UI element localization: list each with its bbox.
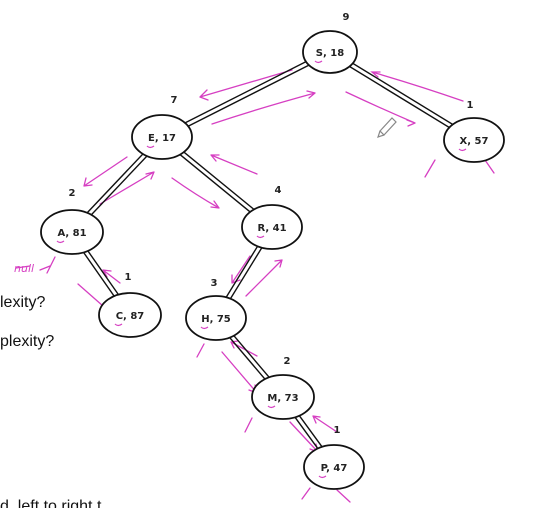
key-underline-mark [318, 475, 327, 479]
subtree-size-label: 7 [171, 95, 178, 106]
edge-S-X [330, 49, 476, 139]
tree-node-r: R, 41 4 [241, 185, 303, 250]
node-key-value-label: P, 47 [321, 463, 348, 474]
tree-node-a: A, 81 2 [40, 188, 104, 255]
subtree-size-label: 3 [211, 278, 218, 289]
key-underline-mark [314, 60, 323, 64]
side-text-line-2: plexity? [0, 333, 54, 350]
side-text-line-1: lexity? [0, 294, 45, 311]
node-key-value-label: S, 18 [316, 48, 344, 59]
side-text-bottom: d, left to right t [0, 498, 102, 508]
node-circle [443, 117, 505, 163]
edge-S-E [162, 53, 332, 140]
key-underline-mark [200, 326, 209, 330]
subtree-size-label: 9 [343, 12, 350, 23]
node-key-value-label: E, 17 [148, 133, 176, 144]
tree-node-h: H, 75 3 [185, 278, 247, 341]
node-circle [40, 209, 104, 255]
node-circle [185, 295, 247, 341]
subtree-size-label: 1 [467, 100, 474, 111]
node-key-value-label: R, 41 [257, 223, 286, 234]
node-key-value-label: M, 73 [267, 393, 298, 404]
traversal-annotation-strokes [15, 69, 495, 503]
node-circle [303, 444, 365, 490]
key-underline-mark [256, 235, 265, 239]
node-key-value-label: C, 87 [116, 311, 145, 322]
node-key-value-label: A, 81 [57, 228, 86, 239]
subtree-size-label: 1 [125, 272, 132, 283]
subtree-size-label: 1 [334, 425, 341, 436]
node-key-value-label: X, 57 [460, 136, 489, 147]
key-underline-mark [56, 240, 65, 244]
tree-node-m: M, 73 2 [251, 356, 315, 420]
node-circle [131, 114, 193, 160]
node-circle [251, 374, 315, 420]
key-underline-mark [267, 405, 276, 409]
subtree-size-label: 2 [69, 188, 76, 199]
subtree-size-label: 4 [275, 185, 282, 196]
key-underline-mark [114, 323, 123, 327]
tree-node-c: C, 87 1 [98, 272, 162, 338]
node-circle [241, 204, 303, 250]
null-annotation: null [14, 262, 34, 275]
node-circle [98, 292, 162, 338]
tree-node-x: X, 57 1 [443, 100, 505, 163]
edge-S-E [160, 49, 330, 136]
subtree-size-label: 2 [284, 356, 291, 367]
pencil-cursor-icon [377, 117, 397, 138]
tree-nodes: S, 18 9 E, 17 7 X, 57 1 A, 81 2 R, 41 4 C, 87 1 H, 7… [40, 12, 505, 490]
node-key-value-label: H, 75 [201, 314, 231, 325]
tree-node-e: E, 17 7 [131, 95, 193, 160]
key-underline-mark [458, 148, 467, 152]
tree-node-p: P, 47 1 [303, 425, 365, 490]
key-underline-mark [146, 145, 155, 149]
tree-node-s: S, 18 9 [302, 12, 358, 74]
